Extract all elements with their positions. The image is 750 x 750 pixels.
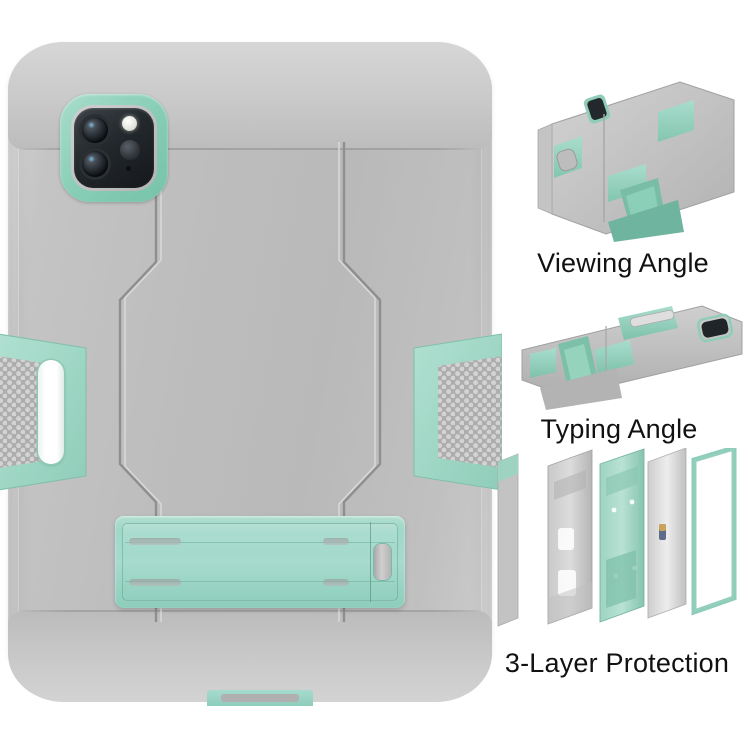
kickstand-panel[interactable] — [115, 516, 405, 608]
kickstand-release-knob[interactable] — [374, 544, 391, 580]
kickstand-tab — [129, 579, 181, 586]
camera-lens-icon — [82, 151, 108, 177]
kickstand-tab — [323, 579, 349, 586]
bottom-port-cover[interactable] — [207, 690, 313, 706]
caption-viewing-angle: Viewing Angle — [537, 248, 709, 278]
kickstand-tab — [323, 538, 349, 545]
flash-icon — [122, 116, 137, 131]
thumbnail-three-layer-protection — [496, 448, 750, 636]
thumbnail-viewing-angle — [508, 72, 750, 242]
case-bottom-bumper — [8, 610, 492, 702]
kickstand-inner-bevel — [122, 523, 398, 601]
microphone-icon — [126, 166, 131, 171]
thumbnail-typing-angle — [496, 292, 750, 410]
side-grip-right — [374, 326, 502, 498]
main-case-view — [0, 42, 502, 706]
camera-glass — [74, 108, 154, 188]
caption-three-layer-protection: 3-Layer Protection — [504, 648, 730, 678]
kickstand-hinge — [369, 522, 371, 602]
camera-ring — [60, 94, 168, 202]
caption-typing-angle: Typing Angle — [540, 414, 698, 444]
lidar-sensor-icon — [120, 140, 140, 160]
kickstand-tab — [129, 538, 181, 545]
volume-button-cover[interactable] — [38, 360, 64, 464]
camera-lens-icon — [82, 117, 108, 143]
